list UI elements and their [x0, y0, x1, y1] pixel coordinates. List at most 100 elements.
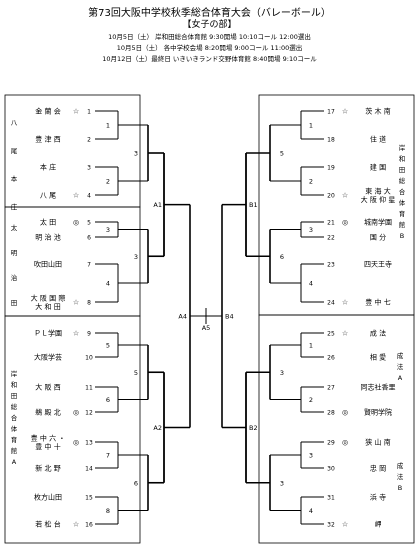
team-name: 忠 岡 [370, 465, 386, 473]
venue-label: 田 [11, 392, 18, 400]
seed-mark: ☆ [73, 299, 79, 307]
seed-number: 28 [327, 410, 335, 417]
seed-number: 25 [327, 331, 335, 338]
schedule-line-2: 10月5日（土） 各中学校会場 8:20開場 9:00コール 11:00選出 [116, 44, 303, 52]
team-name: 住 道 [370, 135, 386, 144]
seed-number: 23 [327, 262, 335, 269]
seed-number: 11 [85, 385, 93, 392]
match-number: 1 [106, 122, 110, 130]
seed-mark: ◎ [342, 439, 348, 447]
team-name: 建 国 [370, 163, 386, 172]
match-number: 5 [134, 369, 138, 377]
match-number: 1 [309, 342, 313, 350]
venue-label: 成 [397, 351, 404, 360]
venue-label: 田 [11, 299, 18, 307]
seed-number: 7 [87, 262, 91, 269]
venue-label: 庄 [11, 202, 18, 211]
seed-number: 26 [327, 355, 335, 362]
venue-label: 合 [11, 413, 18, 422]
section-box [258, 314, 415, 544]
match-number: 1 [309, 122, 313, 130]
team-name: 東 海 大 [365, 187, 390, 196]
team-name: 同志社香里 [361, 383, 396, 392]
team-name: 賢明学院 [364, 408, 392, 417]
team-name: 成 法 [370, 329, 386, 338]
venue-label: 本 [11, 174, 18, 183]
semi-label: A1 [153, 201, 162, 209]
team-name: 豊 中 十 [35, 442, 60, 451]
seed-number: 4 [87, 193, 91, 200]
venue-label: 館 [11, 446, 18, 455]
venue-label: 育 [11, 435, 18, 444]
venue-label: 太 [11, 223, 18, 232]
seed-number: 20 [327, 193, 335, 200]
team-name: 茨 木 南 [365, 107, 390, 116]
match-number: 4 [309, 280, 313, 288]
seed-mark: ☆ [342, 192, 348, 200]
seed-mark: ☆ [342, 299, 348, 307]
semi-label: A2 [153, 424, 162, 432]
seed-mark: ☆ [342, 108, 348, 116]
team-name: 狭 山 南 [365, 438, 390, 447]
match-number: 3 [134, 253, 138, 261]
match-number: 3 [134, 150, 138, 158]
seed-mark: ◎ [342, 409, 348, 417]
team-name: 鵜 殿 北 [35, 408, 60, 417]
venue-label: 総 [399, 176, 406, 185]
team-name: 城南学園 [364, 218, 392, 227]
venue-label: 法 [397, 362, 404, 371]
team-name: 明 治 池 [35, 233, 60, 242]
team-name: 本 庄 [40, 163, 56, 172]
seed-number: 30 [327, 466, 335, 473]
team-name: 豊 中 六 ・ [31, 434, 66, 443]
team-name: 新 北 野 [35, 464, 60, 473]
seed-mark: ◎ [73, 439, 79, 447]
seed-number: 15 [85, 495, 93, 502]
match-number: 5 [106, 342, 110, 350]
match-number: 3 [309, 226, 313, 234]
venue-label: 治 [11, 273, 18, 282]
venue-label: 育 [399, 209, 406, 218]
schedule-line-1: 10月5日（土） 岸和田総合体育館 9:30開場 10:10コール 12:00選… [108, 33, 311, 41]
seed-mark: ◎ [342, 219, 348, 227]
team-name: 大 阪 国 際 [31, 294, 66, 303]
team-name: 吹田山田 [34, 260, 62, 269]
match-number: 2 [106, 178, 110, 186]
venue-label: 体 [399, 198, 406, 207]
team-name: 太 田 [40, 218, 56, 227]
venue-label: B [400, 232, 404, 240]
venue-label: 総 [11, 402, 18, 411]
venue-label: 岸 [399, 144, 406, 152]
seed-mark: ☆ [73, 330, 79, 338]
seed-mark: ☆ [73, 108, 79, 116]
team-name: 相 愛 [370, 353, 386, 362]
seed-number: 29 [327, 440, 335, 447]
venue-label: 八 [11, 119, 18, 127]
venue-label: 明 [11, 249, 18, 257]
division-label: 【女子の部】 [182, 20, 237, 30]
match-number: 3 [309, 452, 313, 460]
match-number: 4 [106, 280, 110, 288]
seed-number: 16 [85, 522, 93, 529]
venue-label: 館 [399, 220, 406, 229]
seed-number: 27 [327, 385, 335, 392]
team-name: ＰＬ学園 [34, 329, 62, 338]
semi-label: B1 [249, 201, 258, 209]
match-number: 3 [280, 369, 284, 377]
section-box [258, 94, 415, 316]
venue-label: 合 [399, 187, 406, 196]
seed-number: 24 [327, 300, 335, 307]
team-name: 四天王寺 [364, 261, 392, 269]
team-name: 大 阪 西 [35, 383, 60, 392]
seed-number: 31 [327, 495, 335, 502]
match-number: 3 [280, 479, 284, 487]
seed-mark: ☆ [342, 521, 348, 529]
seed-number: 5 [87, 220, 91, 227]
seed-number: 18 [327, 137, 335, 144]
seed-number: 9 [87, 331, 91, 338]
team-name: 浜 寺 [370, 493, 386, 502]
venue-label: A [12, 458, 17, 466]
semi-label: B2 [249, 424, 258, 432]
final-label: B4 [225, 313, 234, 321]
